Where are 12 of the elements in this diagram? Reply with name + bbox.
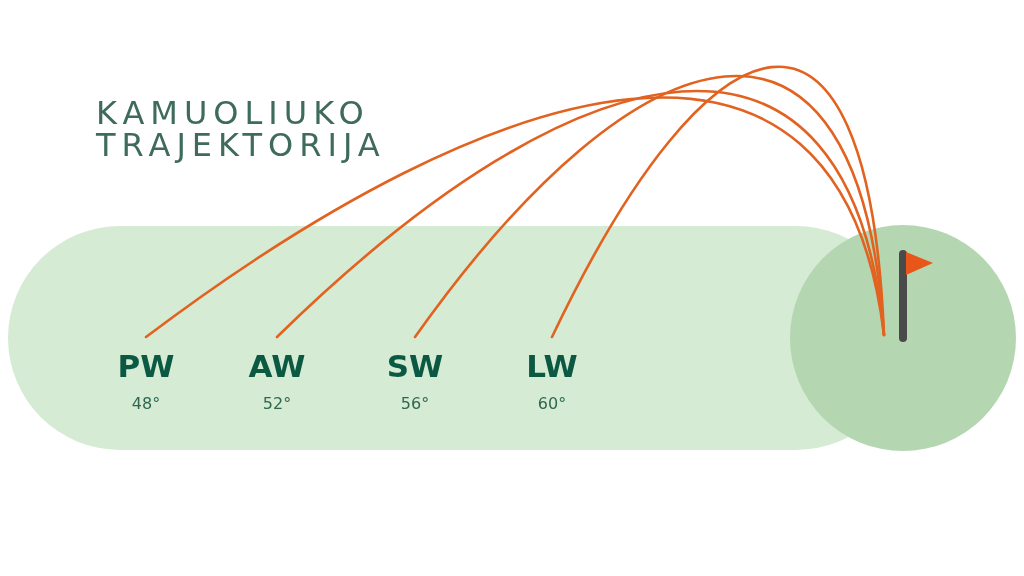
trajectory-arc [144,97,886,339]
loft-angle-label: 52° [262,394,292,414]
title: KAMUOLIUKO TRAJEKTORIJA [96,97,387,161]
loft-angle-label: 56° [400,394,430,414]
club-label: LW [526,347,578,385]
loft-angle-label: 48° [131,394,161,414]
trajectory-arc [550,65,886,339]
club-label: PW [117,347,175,385]
club-label: AW [248,347,306,385]
loft-angle-label: 60° [537,394,567,414]
club-label: SW [386,347,444,385]
trajectory-arc [413,75,886,339]
